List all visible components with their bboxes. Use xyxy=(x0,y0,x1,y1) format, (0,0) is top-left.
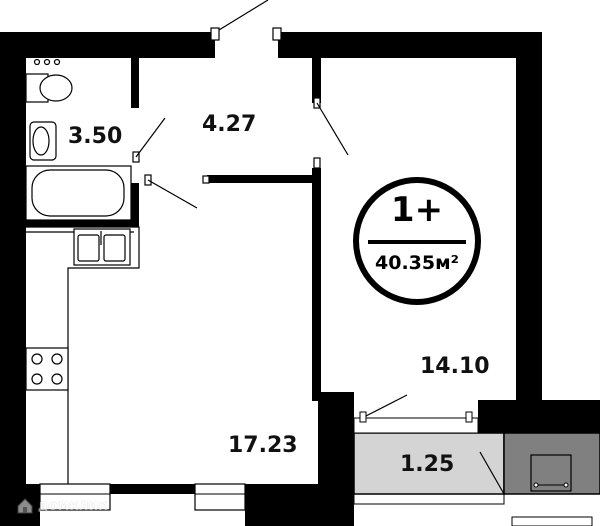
watermark-text: ДОМКЛИК xyxy=(38,499,108,513)
watermark: ДОМКЛИК xyxy=(16,494,108,518)
area-badge-shape xyxy=(353,177,481,305)
balcony-area-label: 1.25 xyxy=(400,452,455,477)
walls xyxy=(0,32,600,526)
hallway-area-label: 4.27 xyxy=(202,112,257,137)
stove-icon xyxy=(25,347,69,391)
bathtub-icon xyxy=(25,165,132,221)
bath-kitchen-wall xyxy=(26,220,139,227)
bath-hall-wall-upper xyxy=(131,58,139,108)
bathroom-area-label: 3.50 xyxy=(68,124,123,149)
bath-hall-wall-lower xyxy=(131,183,139,227)
total-area: 40.35м² xyxy=(375,252,459,274)
bedroom-wall-lower xyxy=(312,168,321,400)
house-logo-icon xyxy=(17,498,33,514)
kitchen-living-area-label: 17.23 xyxy=(228,433,298,458)
balcony-storage xyxy=(503,432,600,495)
toilet-icon xyxy=(25,58,73,103)
windows xyxy=(39,483,593,526)
bedroom-area-label: 14.10 xyxy=(420,354,490,379)
doors xyxy=(132,0,349,209)
washbasin-icon xyxy=(29,121,57,161)
balcony xyxy=(353,394,600,495)
hall-kitchen-wall xyxy=(207,175,318,183)
bedroom-wall-upper xyxy=(312,58,321,103)
sink-icon xyxy=(73,228,131,266)
apartment-badge: 1+ 40.35м² xyxy=(355,186,479,296)
apartment-type: 1+ xyxy=(390,190,444,230)
